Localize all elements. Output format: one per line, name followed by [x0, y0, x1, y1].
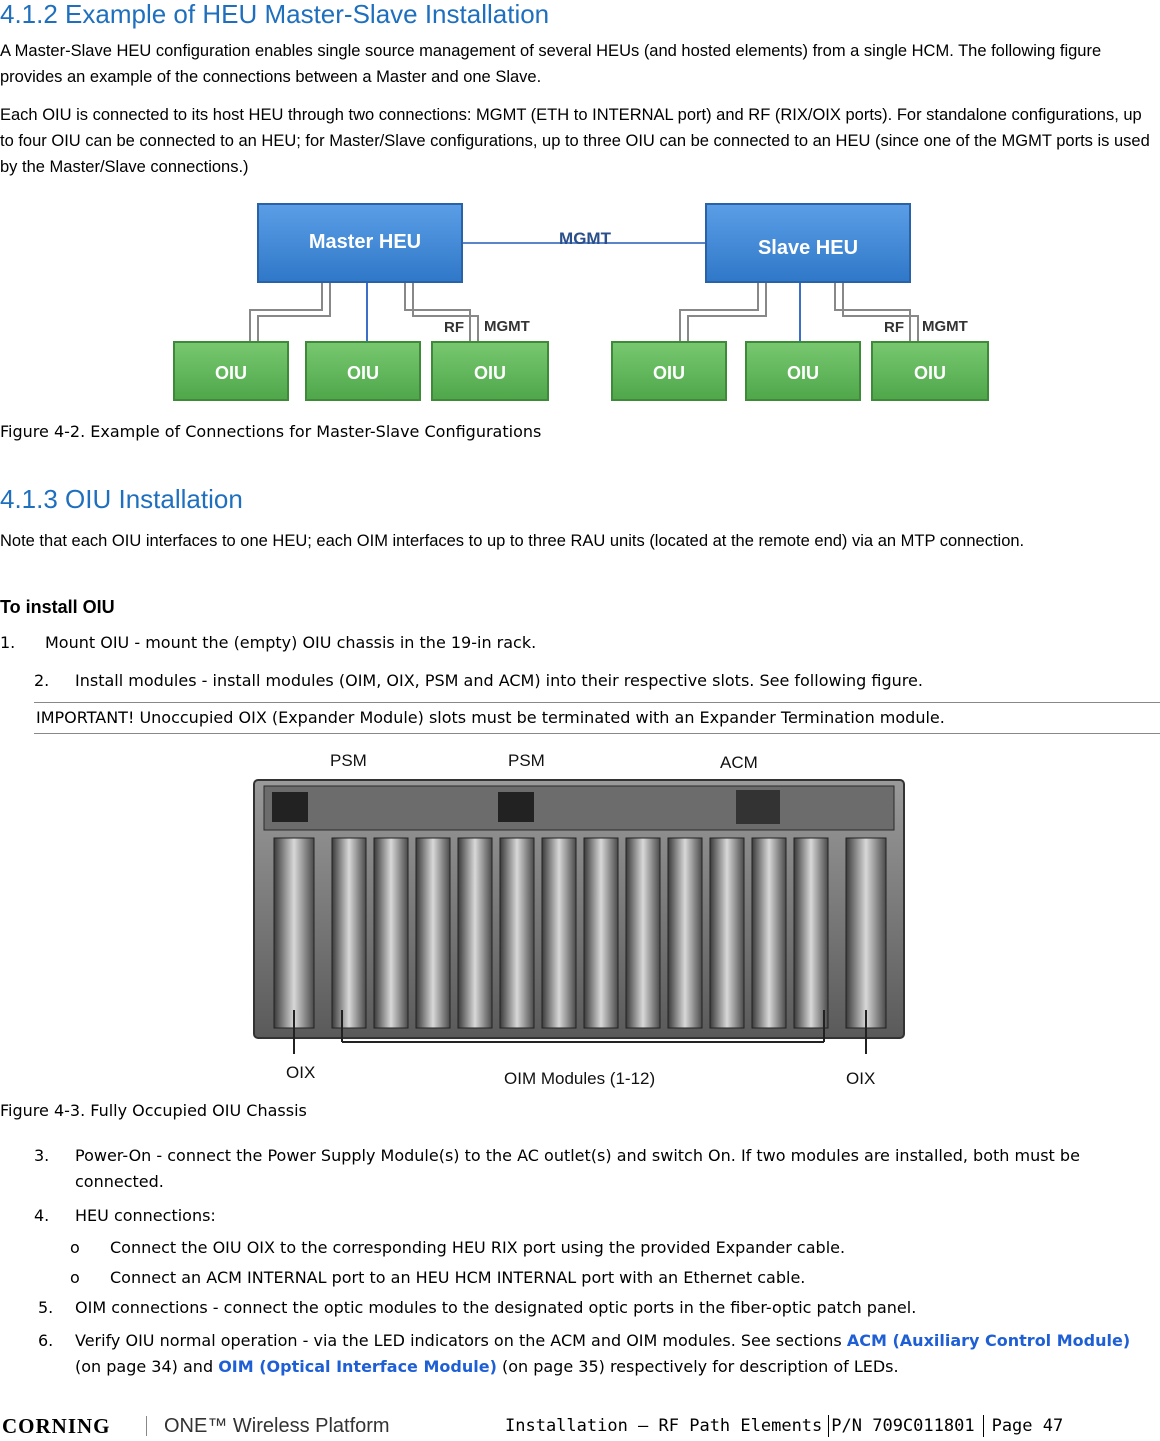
step-number: 2.: [34, 671, 50, 690]
psm-outlet: [498, 792, 534, 822]
step-number: 6.: [38, 1331, 54, 1350]
oiu-box: [431, 341, 549, 401]
step-text: Verify OIU normal operation - via the LE…: [75, 1328, 1160, 1380]
master-slave-diagram: Master HEU Slave HEU MGMT OIU OIU OIU OI…: [173, 203, 989, 401]
step-text: Mount OIU - mount the (empty) OIU chassi…: [45, 633, 537, 652]
footer-divider: [828, 1415, 830, 1437]
master-heu-box: [257, 203, 463, 283]
step-6-text-a: Verify OIU normal operation - via the LE…: [75, 1331, 847, 1350]
step-number: 3.: [34, 1146, 50, 1165]
bullet-text: Connect the OIU OIX to the corresponding…: [110, 1238, 846, 1257]
figure-4-2-caption: Figure 4-2. Example of Connections for M…: [0, 422, 542, 441]
bullet-text: Connect an ACM INTERNAL port to an HEU H…: [110, 1268, 806, 1287]
bullet-mark: o: [70, 1268, 80, 1287]
section-heading-4-1-3: 4.1.3 OIU Installation: [0, 484, 243, 514]
section-heading-4-1-2: 4.1.2 Example of HEU Master-Slave Instal…: [0, 0, 550, 29]
mgmt-label: MGMT: [922, 318, 968, 335]
oix-label-right: OIX: [846, 1069, 875, 1088]
important-note: IMPORTANT! Unoccupied OIX (Expander Modu…: [34, 702, 1160, 734]
mgmt-label: MGMT: [484, 318, 530, 335]
slave-heu-box: [705, 203, 911, 283]
corning-logo: CORNING: [2, 1414, 111, 1438]
chassis-top-row: [263, 785, 895, 831]
product-logo: ONE™ Wireless Platform: [164, 1415, 390, 1437]
acm-section-link[interactable]: ACM (Auxiliary Control Module): [846, 1331, 1131, 1350]
oiu-box: [173, 341, 289, 401]
acm-label: ACM: [720, 753, 758, 772]
page-footer: CORNING ONE™ Wireless Platform Installat…: [0, 1412, 1160, 1441]
mgmt-link-label: MGMT: [559, 229, 612, 248]
oiu-box: [305, 341, 421, 401]
oiu-box: [611, 341, 727, 401]
footer-part-number: P/N 709C011801: [831, 1416, 975, 1436]
footer-section: Installation – RF Path Elements: [505, 1416, 823, 1436]
oix-label-left: OIX: [286, 1063, 315, 1082]
procedure-title: To install OIU: [0, 597, 115, 617]
step-text: HEU connections:: [75, 1206, 216, 1225]
oiu-label: OIU: [474, 363, 506, 383]
rf-label: RF: [884, 319, 904, 336]
master-heu-label: Master HEU: [309, 231, 421, 253]
step-6-text-b: (on page 34) and: [75, 1357, 219, 1376]
oiu-chassis-illustration: PSM PSM ACM OIX OIM Modules (1-12) OIX: [253, 751, 905, 1088]
bullet-mark: o: [70, 1238, 80, 1257]
step-number: 1.: [0, 633, 16, 652]
step-text: OIM connections - connect the optic modu…: [75, 1298, 917, 1317]
slave-connectors: [679, 282, 919, 342]
oiu-label: OIU: [653, 363, 685, 383]
step-number: 5.: [38, 1298, 54, 1317]
slave-heu-label: Slave HEU: [758, 237, 858, 259]
oiu-box: [871, 341, 989, 401]
psm-label-1: PSM: [330, 751, 367, 770]
oiu-label: OIU: [787, 363, 819, 383]
step-text: Install modules - install modules (OIM, …: [75, 671, 923, 690]
oim-modules-label: OIM Modules (1-12): [504, 1069, 655, 1088]
oiu-label: OIU: [347, 363, 379, 383]
oim-section-link[interactable]: OIM (Optical Interface Module): [218, 1357, 497, 1376]
paragraph-oiu-interfaces: Note that each OIU interfaces to one HEU…: [0, 532, 1025, 550]
oim-bracket: [293, 1010, 867, 1054]
psm-label-2: PSM: [508, 751, 545, 770]
oiu-box: [745, 341, 861, 401]
oiu-label: OIU: [914, 363, 946, 383]
footer-divider: [982, 1415, 984, 1437]
step-number: 4.: [34, 1206, 50, 1225]
footer-info: Installation – RF Path Elements P/N 709C0…: [505, 1415, 1063, 1437]
rf-label: RF: [444, 319, 464, 336]
master-connectors: [249, 282, 479, 342]
psm-outlet: [272, 792, 308, 822]
paragraph-oiu-connections: Each OIU is connected to its host HEU th…: [0, 106, 1150, 176]
acm-ports: [736, 790, 780, 824]
module-slots: [273, 837, 887, 1029]
logo-divider: [146, 1416, 147, 1436]
figure-4-3-caption: Figure 4-3. Fully Occupied OIU Chassis: [0, 1101, 307, 1120]
paragraph-master-slave-intro: A Master-Slave HEU configuration enables…: [0, 42, 1102, 86]
footer-page: Page 47: [991, 1416, 1064, 1436]
oiu-label: OIU: [215, 363, 247, 383]
step-6-text-c: (on page 35) respectively for descriptio…: [496, 1357, 899, 1376]
step-text: Power-On - connect the Power Supply Modu…: [75, 1146, 1080, 1191]
